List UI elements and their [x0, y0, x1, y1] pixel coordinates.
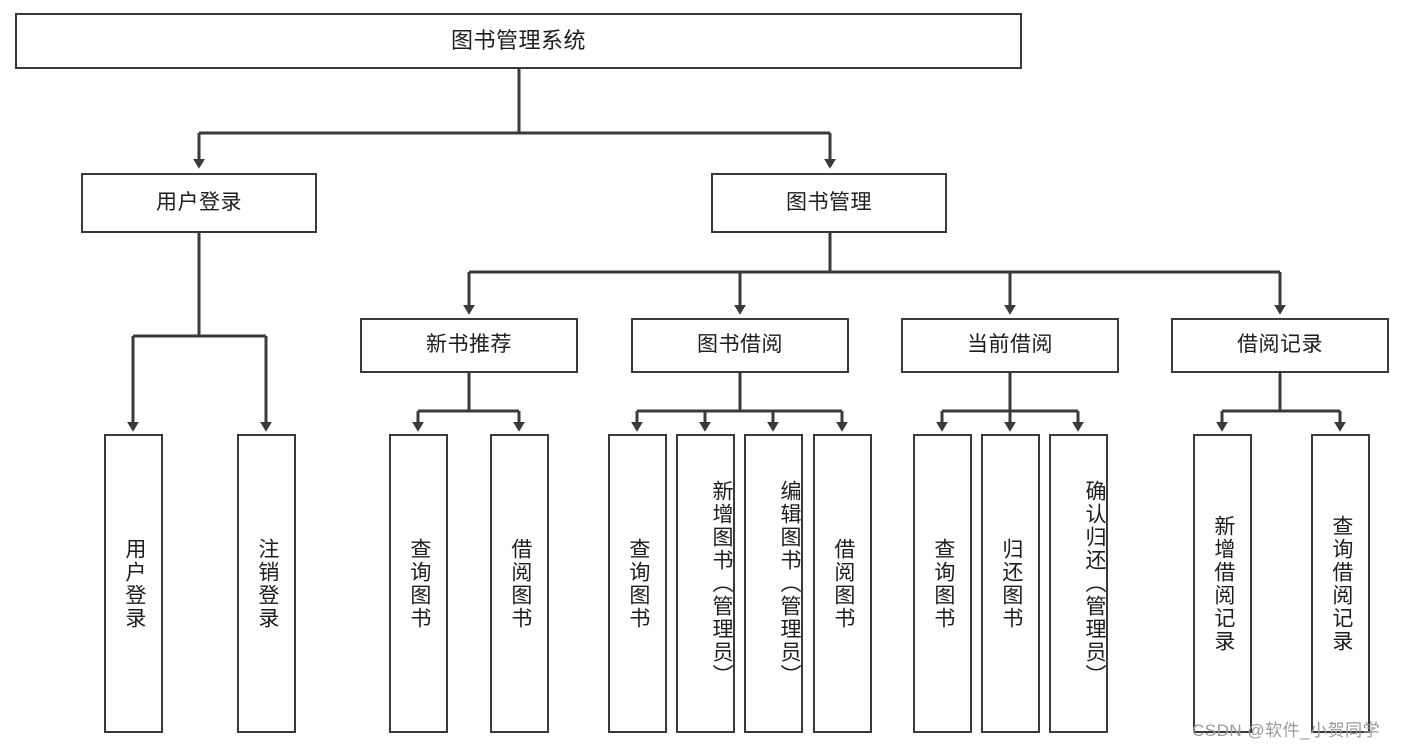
leaf-confirm-return-label: 确认归还（管理员）: [1083, 480, 1106, 687]
leaf-query-book-3[interactable]: 查询图书: [913, 434, 972, 733]
leaf-borrow-book-2-label: 借阅图书: [831, 537, 855, 630]
leaf-add-book[interactable]: 新增图书（管理员）: [676, 434, 735, 733]
leaf-query-book-2-label: 查询图书: [626, 537, 650, 630]
leaf-add-record[interactable]: 新增借阅记录: [1193, 434, 1252, 733]
leaf-return-book-label: 归还图书: [999, 537, 1023, 630]
leaf-borrow-book-2[interactable]: 借阅图书: [813, 434, 872, 733]
leaf-borrow-book-1-label: 借阅图书: [508, 537, 532, 630]
node-new-book-recommend[interactable]: 新书推荐: [360, 318, 578, 373]
node-current-borrow-label: 当前借阅: [967, 333, 1053, 357]
leaf-logout-login-label: 注销登录: [255, 537, 279, 630]
node-current-borrow[interactable]: 当前借阅: [901, 318, 1119, 373]
leaf-query-book-2[interactable]: 查询图书: [608, 434, 667, 733]
node-book-borrow-label: 图书借阅: [697, 333, 783, 357]
node-root[interactable]: 图书管理系统: [15, 13, 1022, 69]
node-book-borrow[interactable]: 图书借阅: [631, 318, 849, 373]
leaf-user-login-label: 用户登录: [122, 537, 146, 630]
leaf-confirm-return[interactable]: 确认归还（管理员）: [1049, 434, 1108, 733]
node-user-login[interactable]: 用户登录: [81, 173, 317, 233]
leaf-add-record-label: 新增借阅记录: [1211, 514, 1235, 653]
leaf-logout-login[interactable]: 注销登录: [237, 434, 296, 733]
node-borrow-record-label: 借阅记录: [1237, 333, 1323, 357]
leaf-borrow-book-1[interactable]: 借阅图书: [490, 434, 549, 733]
node-root-label: 图书管理系统: [450, 28, 586, 54]
node-book-management[interactable]: 图书管理: [711, 173, 947, 233]
node-user-login-label: 用户登录: [156, 190, 242, 214]
leaf-query-book-1[interactable]: 查询图书: [389, 434, 448, 733]
leaf-add-book-label: 新增图书（管理员）: [710, 480, 733, 687]
leaf-query-book-1-label: 查询图书: [407, 537, 431, 630]
leaf-query-record[interactable]: 查询借阅记录: [1311, 434, 1370, 733]
leaf-query-record-label: 查询借阅记录: [1329, 514, 1353, 653]
node-borrow-record[interactable]: 借阅记录: [1171, 318, 1389, 373]
leaf-edit-book-label: 编辑图书（管理员）: [778, 480, 801, 687]
leaf-query-book-3-label: 查询图书: [931, 537, 955, 630]
leaf-user-login[interactable]: 用户登录: [104, 434, 163, 733]
node-new-book-recommend-label: 新书推荐: [426, 333, 512, 357]
leaf-return-book[interactable]: 归还图书: [981, 434, 1040, 733]
node-book-management-label: 图书管理: [786, 190, 872, 214]
watermark-text: CSDN @软件_小贺同学: [1192, 721, 1381, 740]
leaf-edit-book[interactable]: 编辑图书（管理员）: [744, 434, 803, 733]
